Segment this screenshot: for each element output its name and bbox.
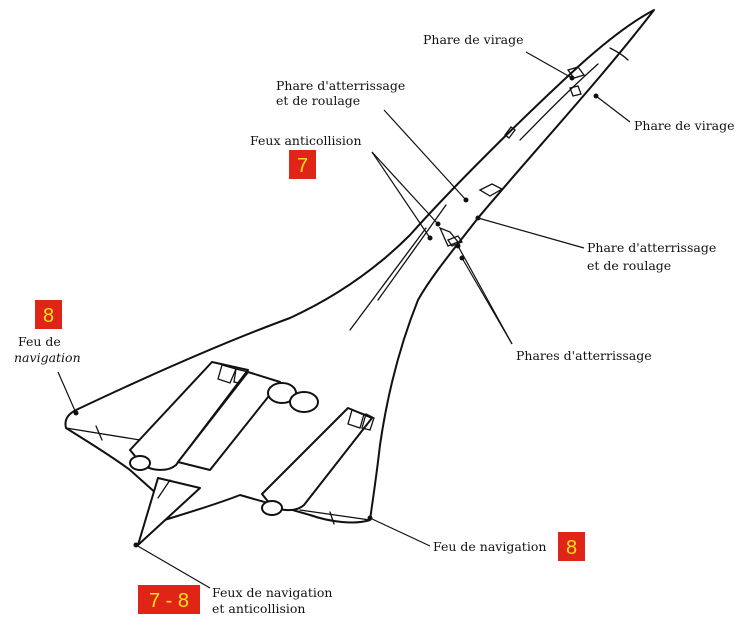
label-phare-virage-right: Phare de virage: [634, 118, 735, 133]
belly-fairing: [478, 183, 504, 197]
leader-feu-navigation-left: [57, 371, 77, 414]
badge-anticollision: 7: [289, 150, 316, 179]
leader-phare-atterrissage-top: [383, 109, 467, 201]
badge-tail-text: 7 - 8: [149, 590, 189, 612]
label-feu-navigation-left-1: Feu de: [18, 334, 61, 349]
badge-navigation-left-text: 8: [43, 305, 54, 327]
label-feux-navigation-tail-1: Feux de navigation: [212, 585, 332, 600]
leader-feu-navigation-right: [369, 517, 431, 547]
label-feu-navigation-bottom: Feu de navigation: [433, 539, 546, 554]
aircraft-drawing: [64, 9, 655, 546]
tail-fin: [137, 477, 201, 546]
left-elevon-div: [95, 425, 103, 441]
leader-phare-atterrissage-right: [477, 217, 585, 249]
label-feu-navigation-left-2: navigation: [14, 350, 81, 365]
leader-phares-atterrissage-2: [461, 257, 513, 345]
landing-gear-bay: [438, 226, 460, 247]
fuselage-edge-line: [519, 63, 599, 141]
cockpit-window: [566, 66, 586, 79]
badge-tail: 7 - 8: [138, 585, 200, 614]
leader-lines: [57, 51, 631, 589]
badges: 7 8 8 7 - 8: [35, 150, 585, 614]
labels: Phare de virage Phare de virage Phare d'…: [14, 32, 735, 616]
left-engine-nacelle-2: [177, 371, 281, 471]
left-intake-1: [217, 364, 237, 384]
label-feux-anticollision: Feux anticollision: [250, 133, 362, 148]
cockpit-window-2: [569, 85, 582, 97]
badge-anticollision-box: [289, 150, 316, 179]
left-exhaust: [129, 455, 151, 471]
right-intake-1: [347, 409, 365, 429]
landing-gear-bay-2: [447, 235, 463, 247]
badge-navigation-left-box: [35, 300, 62, 329]
door-outline: [504, 126, 516, 139]
badge-tail-box: [138, 585, 200, 614]
badge-navigation-right: 8: [558, 532, 585, 561]
leader-phare-virage-right: [595, 95, 631, 123]
label-phare-atterrissage-top-2: et de roulage: [276, 93, 360, 108]
right-main-gear: [289, 391, 319, 413]
label-phare-virage-top: Phare de virage: [423, 32, 524, 47]
right-elevon-line: [299, 509, 371, 521]
badge-navigation-right-box: [558, 532, 585, 561]
leader-feux-navigation-tail: [135, 544, 211, 589]
leader-phare-virage-top: [525, 51, 573, 79]
badge-anticollision-text: 7: [297, 155, 308, 177]
tail-fin-line: [157, 479, 171, 499]
right-exhaust: [261, 500, 283, 516]
right-elevon-div: [329, 511, 335, 525]
wing-root-line: [349, 227, 427, 331]
label-phares-atterrissage: Phares d'atterrissage: [516, 348, 652, 363]
label-phare-atterrissage-right-1: Phare d'atterrissage: [587, 240, 716, 255]
badge-navigation-right-text: 8: [566, 537, 577, 559]
right-intake-2: [361, 413, 375, 431]
nose-visor-line: [609, 47, 629, 61]
leader-anticollision-1: [371, 151, 439, 225]
left-elevon-line: [65, 427, 141, 441]
label-feux-navigation-tail-2: et anticollision: [212, 601, 305, 616]
leader-anticollision-2: [371, 151, 431, 239]
label-phare-atterrissage-top-1: Phare d'atterrissage: [276, 78, 405, 93]
label-phare-atterrissage-right-2: et de roulage: [587, 258, 671, 273]
badge-navigation-left: 8: [35, 300, 62, 329]
